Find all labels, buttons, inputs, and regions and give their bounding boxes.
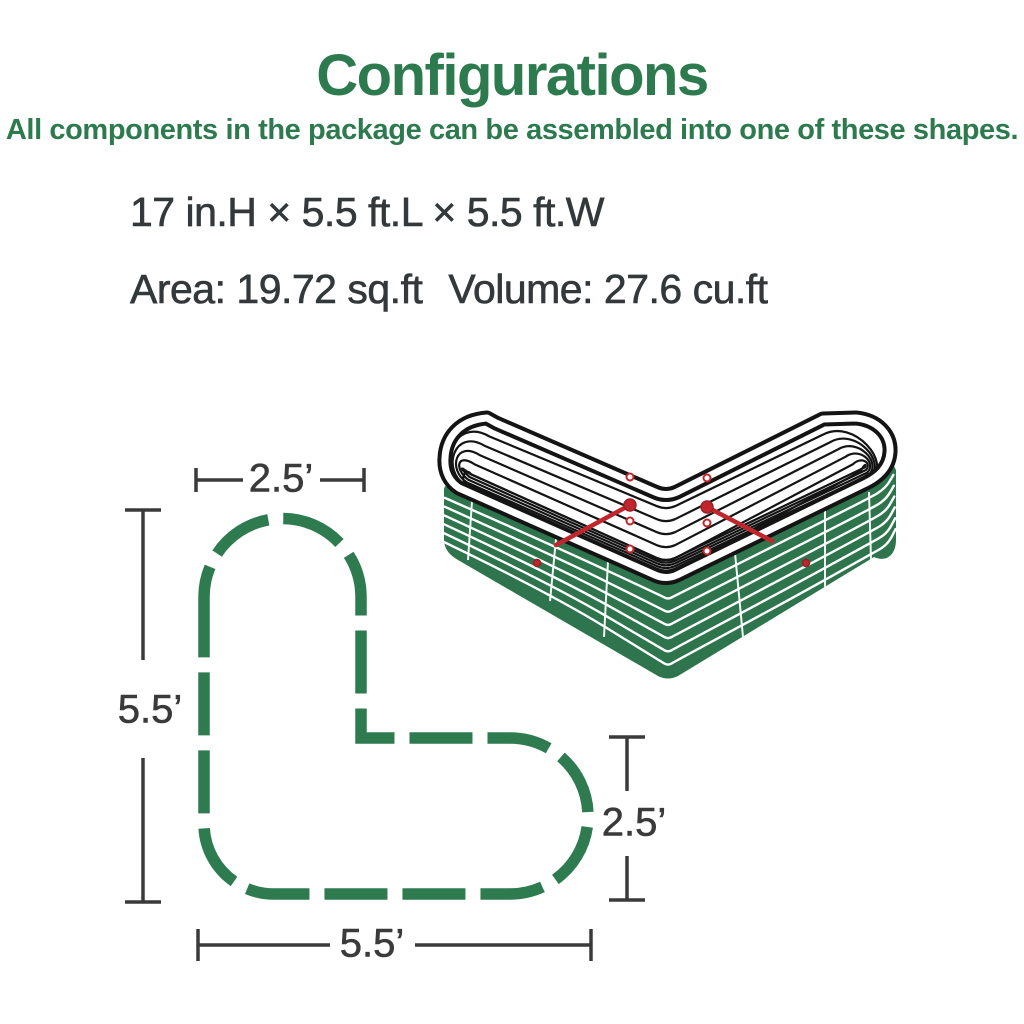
dim-label-right: 2.5’	[601, 800, 667, 845]
wall-rib-line	[444, 473, 895, 600]
spec-dimensions: 17 in.H × 5.5 ft.L × 5.5 ft.W	[130, 189, 605, 235]
dim-label-top: 2.5’	[248, 456, 314, 501]
dimension-lines	[125, 468, 645, 961]
l-shape-outline	[198, 512, 594, 900]
page-title: Configurations	[316, 43, 709, 108]
inner-corrugation-line	[462, 463, 867, 575]
spec-area: Area: 19.72 sq.ft	[130, 266, 423, 312]
subtitle: All components in the package can be ass…	[5, 114, 1019, 146]
dim-label-left: 5.5’	[117, 687, 183, 732]
wall-rib-line	[444, 484, 896, 613]
bed-3d-illustration	[444, 418, 896, 679]
spec-volume: Volume: 27.6 cu.ft	[448, 266, 768, 312]
wall-rib-line	[444, 527, 896, 666]
connector-rods	[532, 472, 811, 568]
dim-label-bottom: 5.5’	[339, 921, 405, 966]
bed-wall-ribs	[444, 473, 896, 666]
inner-corrugation-line	[460, 459, 869, 564]
floor-plan	[125, 468, 645, 961]
spec-area-volume: Area: 19.72 sq.ft Volume: 27.6 cu.ft	[130, 266, 769, 312]
spec-block: 17 in.H × 5.5 ft.L × 5.5 ft.W Area: 19.7…	[130, 189, 769, 346]
wall-rib-line	[444, 495, 896, 627]
wall-rib-line	[444, 506, 896, 640]
bed-wall-seams	[467, 491, 872, 638]
inner-corrugation-line	[458, 452, 872, 567]
wall-rib-line	[444, 517, 896, 653]
inner-corrugation-line	[454, 445, 874, 570]
